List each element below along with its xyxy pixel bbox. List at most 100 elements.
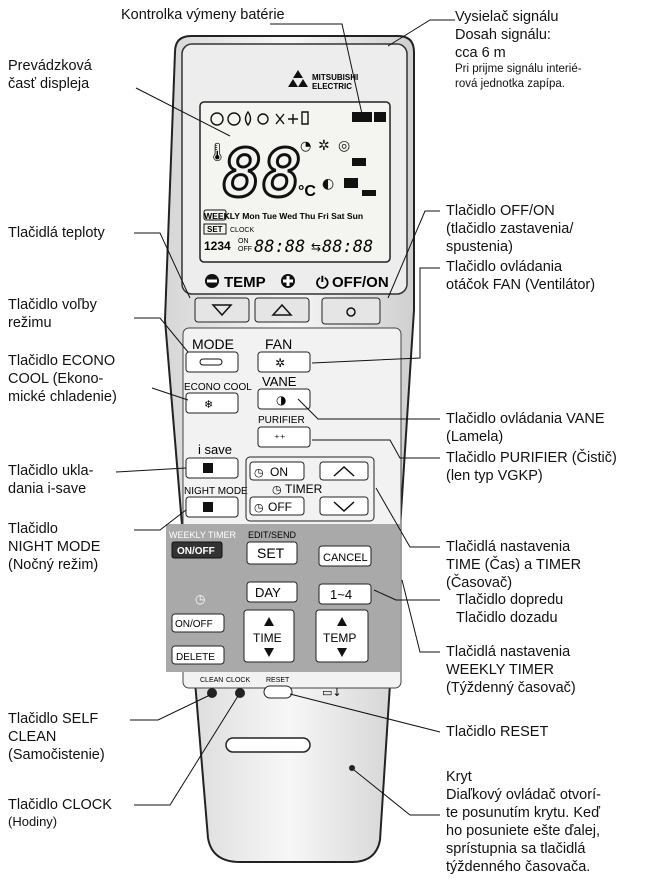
timer-up-button[interactable] bbox=[319, 461, 369, 481]
svg-text:⁺⁺: ⁺⁺ bbox=[274, 432, 286, 445]
cancel-button[interactable] bbox=[318, 545, 372, 567]
lcd-fan-vane-icons: ✲ ◎ ◐ bbox=[318, 138, 376, 196]
day-text: DAY bbox=[255, 585, 281, 600]
isave-line-2: dania i-save bbox=[8, 481, 87, 497]
clock-line-2: (Hodiny) bbox=[8, 814, 58, 829]
brand-line-1: MITSUBISHI bbox=[312, 73, 358, 82]
self-clean-line-2: CLEAN bbox=[8, 729, 57, 745]
self-clean-line-1: Tlačidlo SELF bbox=[8, 711, 99, 727]
econo-cool-button[interactable]: ❄ bbox=[185, 392, 239, 414]
clock-line-1: Tlačidlo CLOCK bbox=[8, 797, 112, 813]
temp2-text: TEMP bbox=[323, 631, 356, 645]
fan-button[interactable]: ✲ bbox=[257, 351, 311, 373]
purifier-button[interactable]: ⁺⁺ bbox=[257, 426, 311, 448]
isave-icon bbox=[374, 112, 386, 122]
callout-off-on: Tlačidlo OFF/ON (tlačidlo zastavenia/ sp… bbox=[446, 202, 573, 256]
self-clean-line-3: (Samočistenie) bbox=[8, 747, 105, 763]
temp-down-button[interactable] bbox=[194, 297, 250, 323]
callout-signal-transmitter: Vysielač signálu Dosah signálu: cca 6 m … bbox=[455, 8, 582, 92]
display-area-line-1: Prevádzková bbox=[8, 58, 92, 74]
callout-forward-back: Tlačidlo dopredu Tlačidlo dozadu bbox=[456, 591, 563, 627]
lcd-program: 1234 bbox=[204, 239, 231, 253]
range-button[interactable] bbox=[318, 583, 372, 605]
timer-on-button[interactable] bbox=[249, 461, 305, 481]
cover-dot bbox=[349, 765, 355, 771]
temp-buttons-text: Tlačidlá teploty bbox=[8, 225, 105, 241]
purifier-label: PURIFIER bbox=[258, 415, 305, 426]
isave-button[interactable] bbox=[185, 457, 239, 479]
vane-button[interactable]: ◑ bbox=[257, 388, 311, 410]
back-text: Tlačidlo dozadu bbox=[456, 610, 558, 626]
temp-up-button[interactable] bbox=[254, 297, 310, 323]
lcd-on: ON bbox=[238, 238, 249, 245]
off-on-line-2: (tlačidlo zastavenia/ bbox=[446, 221, 574, 237]
weekly-line-1: Tlačidlá nastavenia bbox=[446, 644, 571, 660]
fan-line-1: Tlačidlo ovládania bbox=[446, 259, 563, 275]
timer-off-button[interactable] bbox=[249, 496, 305, 516]
temp-label: TEMP bbox=[224, 274, 266, 291]
signal-line-1: Vysielač signálu bbox=[455, 9, 559, 25]
clock-button[interactable] bbox=[235, 688, 245, 698]
isave-label: i save bbox=[198, 442, 232, 457]
reset-label: RESET bbox=[266, 677, 290, 684]
mode-label: MODE bbox=[192, 336, 234, 352]
vane-line-2: (Lamela) bbox=[446, 429, 504, 445]
timer-off-label: OFF bbox=[268, 500, 292, 514]
reset-button[interactable] bbox=[263, 685, 293, 699]
power-icon: ⏻ bbox=[316, 273, 329, 292]
purifier-line-1: Tlačidlo PURIFIER (Čistič) bbox=[446, 450, 617, 466]
callout-weekly: Tlačidlá nastavenia WEEKLY TIMER (Týžden… bbox=[446, 643, 576, 697]
clean-label: CLEAN bbox=[200, 677, 223, 684]
lcd-clock: CLOCK bbox=[230, 227, 254, 234]
callout-battery-indicator: Kontrolka výmeny batérie bbox=[121, 6, 285, 24]
svg-text:✲: ✲ bbox=[275, 356, 285, 370]
econo-icon bbox=[344, 178, 358, 188]
lcd-days: WEEKLY Mon Tue Wed Thu Fri Sat Sun bbox=[204, 211, 363, 221]
temp-weekly-button[interactable] bbox=[315, 609, 369, 663]
time-button[interactable] bbox=[243, 609, 295, 663]
vane-label: VANE bbox=[262, 374, 297, 389]
callout-purifier: Tlačidlo PURIFIER (Čistič) (len typ VGKP… bbox=[446, 449, 617, 485]
callout-clock: Tlačidlo CLOCK (Hodiny) bbox=[8, 796, 112, 829]
timer-box bbox=[245, 456, 375, 522]
callout-isave: Tlačidlo ukla- dania i-save bbox=[8, 462, 93, 498]
delete-button[interactable] bbox=[171, 645, 225, 665]
purifier-line-2: (len typ VGKP) bbox=[446, 468, 543, 484]
weekly-onoff2-button[interactable] bbox=[171, 613, 225, 633]
econo-line-3: mické chladenie) bbox=[8, 389, 117, 405]
timer-down-button[interactable] bbox=[319, 496, 369, 516]
econo-label: ECONO COOL bbox=[184, 382, 252, 393]
lcd-time-2: 88:88 bbox=[322, 237, 373, 257]
battery-indicator-text: Kontrolka výmeny batérie bbox=[121, 7, 285, 23]
day-button[interactable] bbox=[246, 581, 298, 603]
callout-fan: Tlačidlo ovládania otáčok FAN (Ventiláto… bbox=[446, 258, 595, 294]
delete-text: DELETE bbox=[176, 652, 215, 663]
econo-line-2: COOL (Ekono- bbox=[8, 371, 104, 387]
cancel-text: CANCEL bbox=[323, 552, 368, 564]
self-clean-button[interactable] bbox=[207, 688, 217, 698]
cover-slot bbox=[225, 737, 311, 753]
set-button[interactable] bbox=[246, 541, 298, 565]
svg-text:❄: ❄ bbox=[204, 398, 213, 411]
night-line-1: Tlačidlo bbox=[8, 521, 58, 537]
callout-temp-buttons: Tlačidlá teploty bbox=[8, 224, 105, 242]
mode-button[interactable] bbox=[185, 351, 239, 373]
dry-mode-icon bbox=[244, 110, 252, 127]
offon-label: OFF/ON bbox=[332, 274, 389, 291]
mode-line-1: Tlačidlo voľby bbox=[8, 297, 97, 313]
clock-icon-off: ◷ bbox=[254, 501, 264, 514]
clock-icon-on: ◷ bbox=[254, 466, 264, 479]
off-on-button[interactable] bbox=[321, 297, 381, 325]
lcd-temperature: 88 bbox=[222, 135, 301, 212]
timer-label: TIMER bbox=[285, 482, 323, 496]
weekly-onoff-button[interactable] bbox=[171, 541, 223, 559]
night-mode-button[interactable] bbox=[185, 496, 239, 518]
fan-speed-icon: ✲ bbox=[318, 138, 330, 154]
range-text: 1~4 bbox=[330, 587, 352, 602]
vane-icon: ◐ bbox=[322, 176, 334, 192]
cover-line-1: Kryt bbox=[446, 769, 472, 785]
callout-self-clean: Tlačidlo SELF CLEAN (Samočistenie) bbox=[8, 710, 105, 764]
brand-line-2: ELECTRIC bbox=[312, 82, 352, 91]
weekly-timer-label: WEEKLY TIMER bbox=[169, 530, 237, 540]
